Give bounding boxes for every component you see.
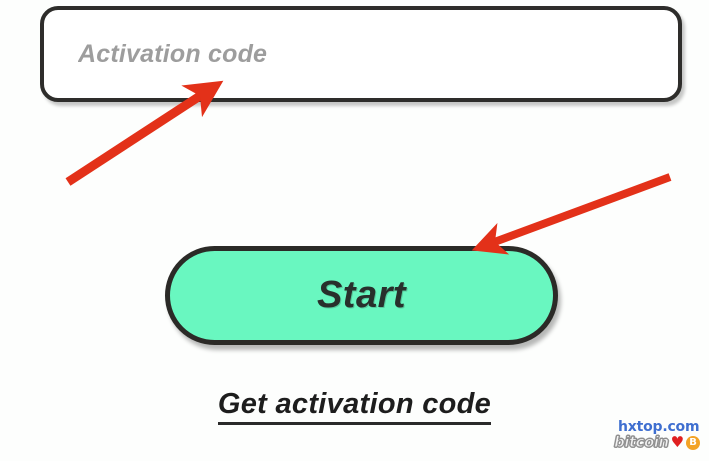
arrow-to-start-button bbox=[471, 173, 672, 255]
bitcoin-icon: B bbox=[686, 435, 701, 450]
start-button[interactable]: Start bbox=[165, 246, 558, 345]
get-activation-code-label: Get activation code bbox=[217, 388, 492, 425]
activation-code-field[interactable] bbox=[40, 6, 682, 102]
heart-icon: ♥ bbox=[670, 433, 685, 451]
watermark: hxtop.com bitcoin ♥ B bbox=[614, 420, 709, 458]
watermark-brand-text: bitcoin bbox=[614, 433, 670, 451]
get-activation-code-link[interactable]: Get activation code bbox=[0, 388, 709, 425]
arrow-to-activation-input bbox=[65, 80, 224, 186]
watermark-brand-row: bitcoin ♥ B bbox=[614, 433, 709, 451]
watermark-domain-text: hxtop.com bbox=[618, 419, 700, 435]
start-button-label: Start bbox=[316, 274, 407, 316]
activation-code-input[interactable] bbox=[44, 10, 678, 98]
